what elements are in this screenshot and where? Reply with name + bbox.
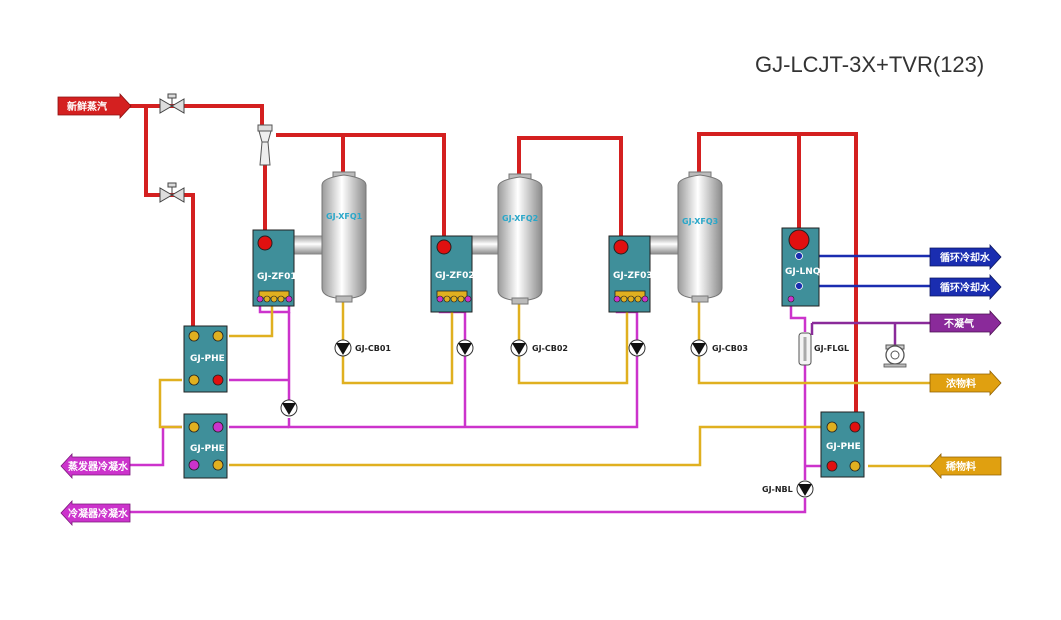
cooling-lines bbox=[799, 254, 930, 288]
thermo-vapor-recompressor bbox=[257, 124, 273, 166]
cb01-label: GJ-CB01 bbox=[355, 344, 391, 353]
steam-lines bbox=[130, 104, 858, 418]
noncondensable-lines bbox=[810, 321, 930, 345]
fresh-steam-label: 新鲜蒸汽 bbox=[67, 100, 107, 113]
cb02-label: GJ-CB02 bbox=[532, 344, 568, 353]
pump-condensate-main bbox=[280, 399, 298, 417]
diagram-title: GJ-LCJT-3X+TVR(123) bbox=[755, 52, 984, 77]
noncondensable-arrow: 不凝气 bbox=[929, 309, 1002, 337]
pump-cb03: GJ-CB03 bbox=[690, 339, 748, 357]
flgl-label: GJ-FLGL bbox=[814, 344, 849, 353]
phe-top-label: GJ-PHE bbox=[190, 354, 225, 364]
zf02-label: GJ-ZF02 bbox=[435, 271, 475, 281]
cb03-label: GJ-CB03 bbox=[712, 344, 748, 353]
feed-label: 稀物料 bbox=[946, 460, 976, 473]
plate-exchanger-top: GJ-PHE bbox=[183, 325, 228, 393]
phe-bottom-label: GJ-PHE bbox=[190, 444, 225, 454]
zf03-label: GJ-ZF03 bbox=[613, 271, 653, 281]
evaporator-zf02: GJ-ZF02 bbox=[430, 235, 475, 313]
nbl-label: GJ-NBL bbox=[762, 485, 793, 494]
cooling-water-arrow-2: 循环冷却水 bbox=[929, 273, 1002, 301]
lnq-label: GJ-LNQ bbox=[785, 267, 821, 277]
pump-cb01: GJ-CB01 bbox=[334, 339, 391, 357]
noncondensable-label: 不凝气 bbox=[944, 317, 974, 330]
xfq3-label: GJ-XFQ3 bbox=[682, 217, 718, 226]
condenser-lnq: GJ-LNQ bbox=[781, 227, 821, 307]
cooling-water-label-2: 循环冷却水 bbox=[940, 281, 991, 294]
condenser-condensate-label: 冷凝器冷凝水 bbox=[68, 507, 129, 520]
xfq2-label: GJ-XFQ2 bbox=[502, 214, 538, 223]
evaporator-zf01: GJ-ZF01 bbox=[252, 229, 297, 307]
product-lines bbox=[158, 300, 930, 468]
condensate-lines bbox=[130, 300, 827, 514]
plate-exchanger-right: GJ-PHE bbox=[820, 411, 865, 478]
condenser-condensate-arrow: 冷凝器冷凝水 bbox=[60, 499, 131, 527]
pump-zf02-condensate bbox=[456, 339, 474, 357]
pump-cb02: GJ-CB02 bbox=[510, 339, 568, 357]
evaporator-condensate-label: 蒸发器冷凝水 bbox=[68, 460, 129, 473]
evaporator-condensate-arrow: 蒸发器冷凝水 bbox=[60, 452, 131, 480]
pump-zf03-condensate bbox=[628, 339, 646, 357]
fresh-steam-arrow: 新鲜蒸汽 bbox=[57, 92, 132, 120]
plate-exchanger-bottom: GJ-PHE bbox=[183, 413, 228, 479]
concentrate-label: 浓物料 bbox=[946, 377, 976, 390]
pipe-network bbox=[130, 104, 930, 514]
zf01-label: GJ-ZF01 bbox=[257, 272, 297, 282]
cooling-water-arrow-1: 循环冷却水 bbox=[929, 243, 1002, 271]
evaporator-zf03: GJ-ZF03 bbox=[608, 235, 653, 313]
flow-sight-glass-flgl: GJ-FLGL bbox=[798, 332, 849, 366]
cooling-water-label-1: 循环冷却水 bbox=[940, 251, 991, 264]
concentrate-arrow: 浓物料 bbox=[929, 369, 1002, 397]
feed-arrow: 稀物料 bbox=[929, 452, 1002, 480]
phe-right-label: GJ-PHE bbox=[826, 442, 861, 452]
vacuum-pump bbox=[883, 344, 907, 368]
xfq1-label: GJ-XFQ1 bbox=[326, 212, 363, 221]
steam-valve-top bbox=[159, 93, 185, 114]
pump-nbl: GJ-NBL bbox=[762, 480, 814, 498]
steam-valve-bottom bbox=[159, 182, 185, 203]
